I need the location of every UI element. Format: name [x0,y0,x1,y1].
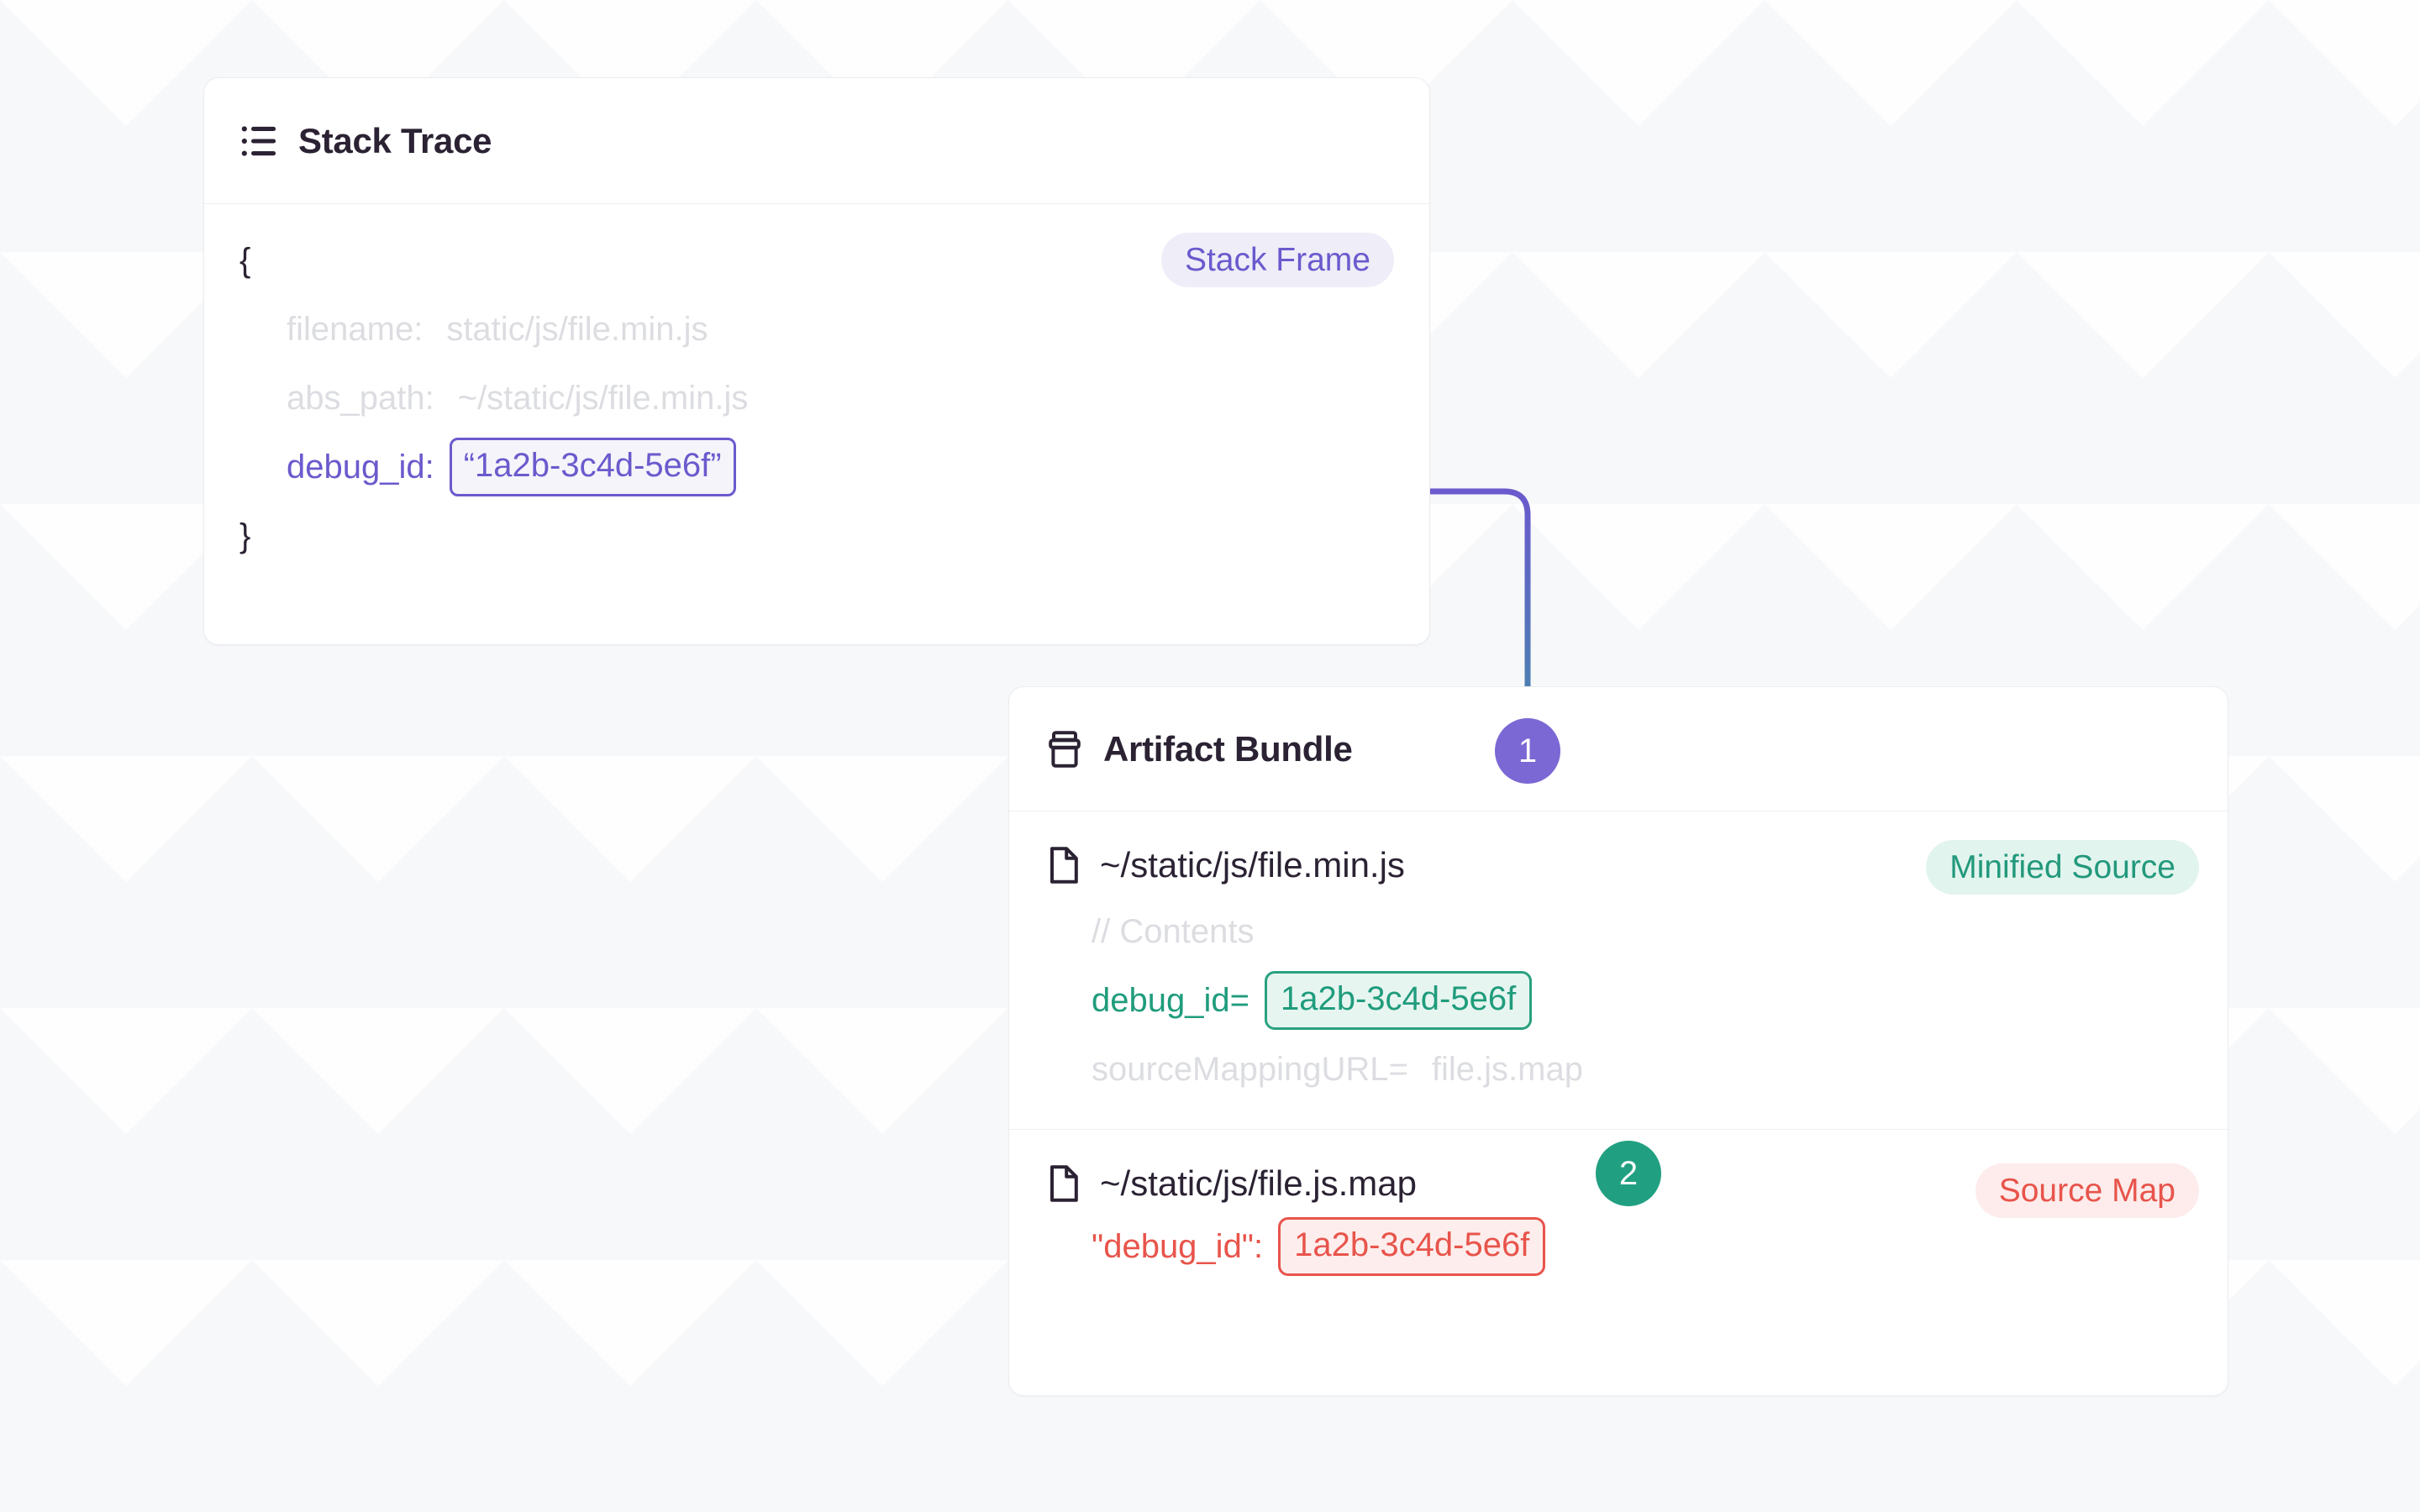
stack-trace-title: Stack Trace [298,120,492,160]
close-brace: } [239,517,251,554]
minified-source-debug-id-chip[interactable]: 1a2b-3c4d-5e6f [1264,971,1533,1030]
minified-source-file-row: ~/static/js/file.min.js [1044,845,2192,885]
abs-path-value: ~/static/js/file.min.js [457,380,749,417]
filename-value: static/js/file.min.js [446,311,708,348]
list-icon [239,121,280,161]
file-icon [1044,846,1083,885]
source-map-file-row: ~/static/js/file.js.map [1044,1163,2192,1204]
artifact-section-divider [1009,1129,2228,1130]
abs-path-row: abs_path: ~/static/js/file.min.js [239,364,1394,433]
source-mapping-url-row: sourceMappingURL= file.js.map [1044,1035,2192,1104]
debug-id-row: debug_id: “1a2b-3c4d-5e6f” [239,433,1394,501]
filename-row: filename: static/js/file.min.js [239,295,1394,364]
minified-source-filename: ~/static/js/file.min.js [1100,845,1405,885]
file-icon [1044,1164,1083,1203]
stack-trace-card: Stack Trace Stack Frame { filename: stat… [203,77,1430,645]
artifact-bundle-card: Artifact Bundle Minified Source ~/static… [1008,686,2228,1396]
contents-comment: // Contents [1092,913,1255,950]
step-badge-2: 2 [1596,1141,1661,1206]
debug-id-key: debug_id: [287,449,434,486]
stack-trace-debug-id-chip[interactable]: “1a2b-3c4d-5e6f” [449,438,736,496]
stack-trace-body: Stack Frame { filename: static/js/file.m… [204,204,1429,604]
artifact-bundle-header: Artifact Bundle [1009,687,2228,811]
source-map-badge: Source Map [1975,1163,2199,1218]
open-brace: { [239,242,251,279]
source-mapping-url-key: sourceMappingURL= [1092,1051,1408,1088]
artifact-entry-minified-source: Minified Source ~/static/js/file.min.js … [1009,811,2228,1129]
stack-trace-header: Stack Trace [204,78,1429,204]
source-map-debug-id-row: "debug_id": 1a2b-3c4d-5e6f [1044,1212,2192,1281]
artifact-bundle-title: Artifact Bundle [1103,728,1353,769]
source-map-debug-id-key: "debug_id": [1092,1228,1264,1265]
minified-debug-id-key: debug_id= [1092,982,1249,1019]
minified-debug-id-row: debug_id= 1a2b-3c4d-5e6f [1044,966,2192,1035]
package-icon [1044,729,1085,769]
source-mapping-url-value: file.js.map [1431,1051,1583,1088]
minified-source-badge: Minified Source [1926,840,2199,895]
step-badge-1: 1 [1495,718,1560,784]
stack-frame-badge: Stack Frame [1160,233,1394,287]
filename-key: filename: [287,311,424,348]
abs-path-key: abs_path: [287,380,434,417]
source-map-filename: ~/static/js/file.js.map [1100,1163,1417,1203]
artifact-entry-source-map: Source Map ~/static/js/file.js.map "debu… [1009,1130,2228,1306]
source-map-debug-id-chip[interactable]: 1a2b-3c4d-5e6f [1278,1217,1546,1276]
